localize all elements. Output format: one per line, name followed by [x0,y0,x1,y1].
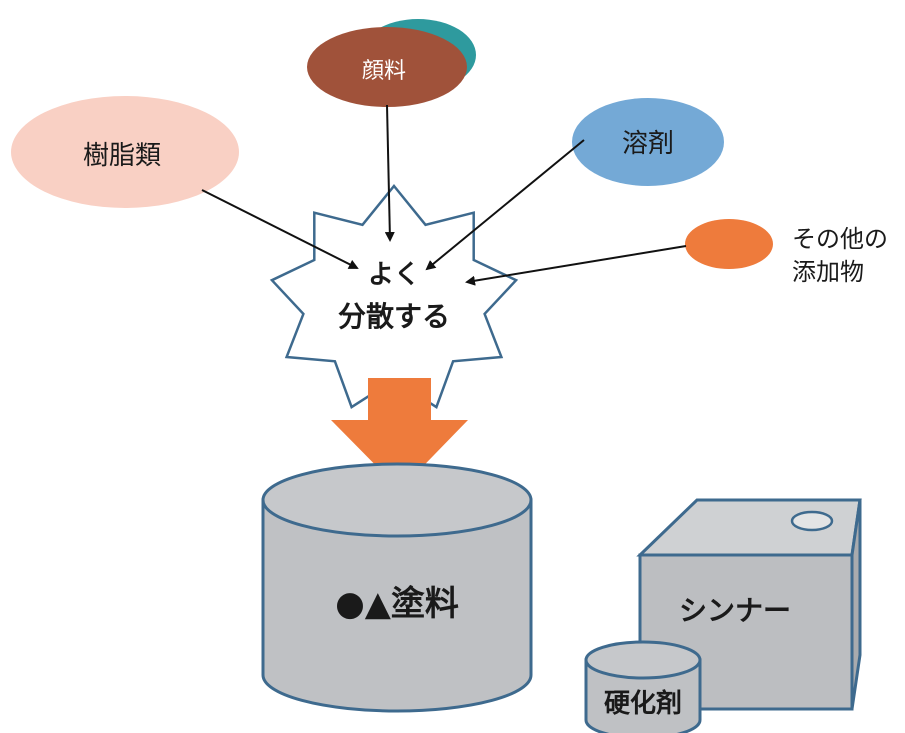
thinner-cube-side [850,499,862,710]
hardener-can-body [584,658,702,733]
solvent-arrow [425,139,585,271]
paint-can-top [261,462,533,538]
resin-label: 樹脂類 [83,141,161,171]
paint-can-body [261,498,533,713]
solvent-ellipse [572,98,724,186]
pigment-label: 顔料 [362,59,406,84]
solvent-node: 溶剤 [572,98,724,186]
other-additives-label-line1: その他の [792,225,888,253]
resin-arrow [201,189,359,269]
resin-node: 樹脂類 [11,96,239,208]
pigment-node: 顔料 [307,19,476,107]
paint-can: ●▲塗料 [261,462,533,713]
star-shape [269,184,519,409]
pigment-arrow [384,104,395,242]
hardener-label: 硬化剤 [604,688,682,719]
pigment-front-ellipse [307,27,467,107]
thinner-cap [790,510,834,532]
other-additives-node: その他の 添加物 [685,219,888,286]
other-additives-ellipse [685,219,773,269]
big-down-arrow [331,378,468,490]
hardener-can: 硬化剤 [584,640,702,733]
disperse-star: よく 分散する [269,184,519,409]
thinner-label: シンナー [679,594,791,627]
other-additives-label-line2: 添加物 [792,258,864,286]
resin-ellipse [11,96,239,208]
hardener-can-top [584,640,702,680]
paint-label: ●▲塗料 [335,584,459,624]
solvent-label: 溶剤 [622,129,674,159]
disperse-label-line1: よく [368,260,420,290]
disperse-label-line2: 分散する [338,300,450,333]
other-additives-arrow [465,245,687,286]
